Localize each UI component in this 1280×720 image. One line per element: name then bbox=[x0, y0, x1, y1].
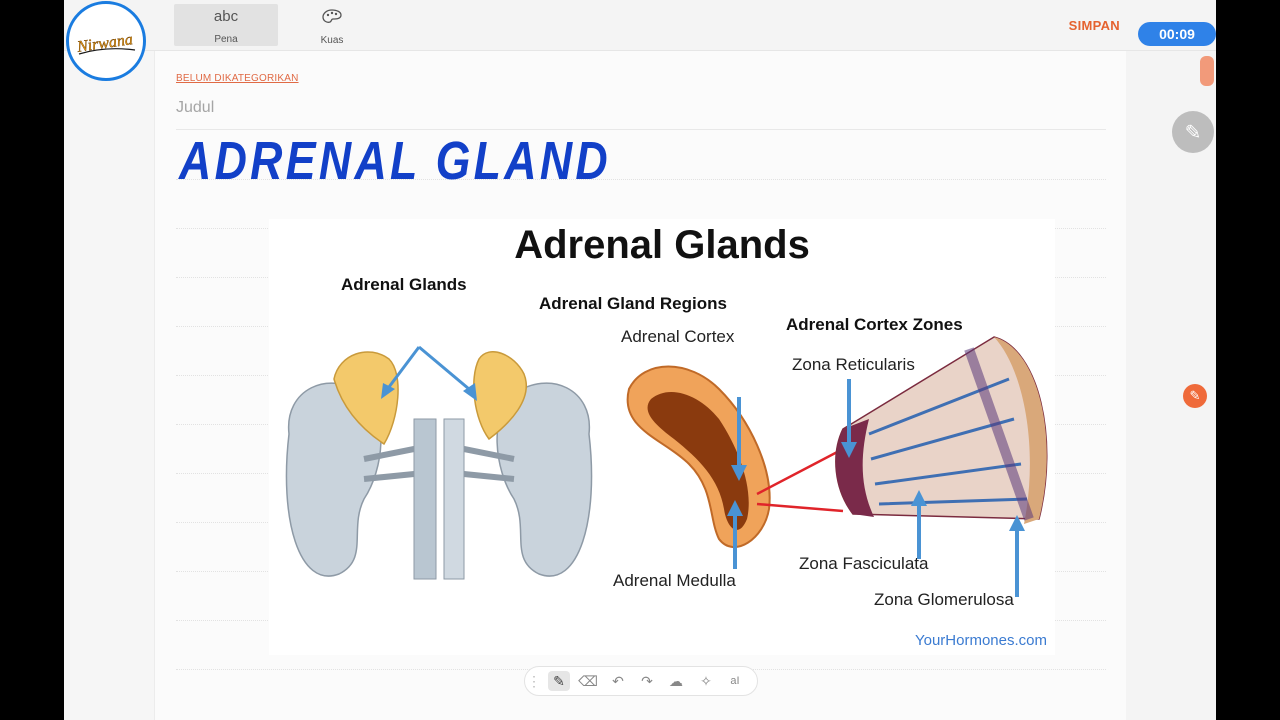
figure-illustration bbox=[285, 336, 1048, 597]
label-adrenal-glands: Adrenal Glands bbox=[341, 275, 467, 294]
label-regions-heading: Adrenal Gland Regions bbox=[539, 294, 727, 313]
abc-icon: abc bbox=[213, 8, 239, 25]
magic-tool-button[interactable]: ✎ bbox=[1183, 384, 1207, 408]
figure-title: Adrenal Glands bbox=[514, 223, 810, 267]
recording-timer: 00:09 bbox=[1138, 22, 1216, 46]
scroll-indicator[interactable] bbox=[1200, 56, 1214, 86]
eraser-icon[interactable]: ⌫ bbox=[578, 673, 598, 689]
bottom-drawing-toolbar: ⋮ ✎ ⌫ ↶ ↷ ☁ ✧ aI bbox=[524, 666, 758, 696]
note-editor-app: abc Pena Kuas SIMPAN 00:09 BELUM DIKATEG… bbox=[64, 0, 1216, 720]
figure-credit: YourHormones.com bbox=[914, 632, 1047, 649]
title-field[interactable]: Judul bbox=[176, 99, 215, 116]
note-page: BELUM DIKATEGORIKAN Judul ADRENAL GLAND bbox=[154, 51, 1128, 720]
label-adrenal-cortex: Adrenal Cortex bbox=[621, 327, 735, 346]
drag-handle-icon[interactable]: ⋮ bbox=[527, 673, 541, 689]
label-zona-glomerulosa: Zona Glomerulosa bbox=[874, 590, 1014, 609]
adrenal-glands-figure: Adrenal Glands Adrenal Glands Adrenal Gl… bbox=[269, 219, 1055, 655]
category-link[interactable]: BELUM DIKATEGORIKAN bbox=[176, 73, 299, 84]
adrenal-gland-regions-illustration bbox=[626, 365, 771, 549]
magic-wand-icon: ✎ bbox=[1189, 388, 1201, 403]
label-zones-heading: Adrenal Cortex Zones bbox=[786, 315, 963, 334]
label-adrenal-medulla: Adrenal Medulla bbox=[613, 571, 736, 590]
tool-kuas-label: Kuas bbox=[320, 35, 344, 46]
ruled-line bbox=[176, 179, 1106, 180]
handwritten-title-text: ADRENAL GLAND bbox=[177, 131, 611, 191]
palette-icon bbox=[280, 8, 384, 31]
text-icon[interactable]: aI bbox=[730, 675, 740, 687]
title-divider bbox=[176, 129, 1106, 130]
label-zona-fasciculata: Zona Fasciculata bbox=[799, 554, 929, 573]
handwritten-title: ADRENAL GLAND bbox=[177, 131, 611, 191]
kidneys-illustration bbox=[285, 351, 593, 580]
top-toolbar: abc Pena Kuas SIMPAN 00:09 bbox=[64, 0, 1216, 51]
redo-icon[interactable]: ↷ bbox=[641, 673, 653, 689]
lasso-icon[interactable]: ☁ bbox=[669, 673, 683, 689]
undo-icon[interactable]: ↶ bbox=[612, 673, 624, 689]
tool-pena-label: Pena bbox=[214, 34, 238, 45]
pen-icon[interactable]: ✎ bbox=[548, 671, 570, 691]
right-margin bbox=[1126, 51, 1216, 720]
pencil-icon: ✎ bbox=[1184, 121, 1202, 144]
pin-icon[interactable]: ✧ bbox=[700, 673, 712, 689]
pen-fab-button[interactable]: ✎ bbox=[1172, 111, 1214, 153]
tool-kuas[interactable]: Kuas bbox=[280, 4, 384, 46]
save-button[interactable]: SIMPAN bbox=[1068, 18, 1120, 33]
tool-pena[interactable]: abc Pena bbox=[174, 4, 278, 46]
app-logo: Nirwana bbox=[66, 1, 146, 81]
label-zona-reticularis: Zona Reticularis bbox=[792, 355, 915, 374]
cortex-zones-illustration bbox=[835, 336, 1048, 524]
